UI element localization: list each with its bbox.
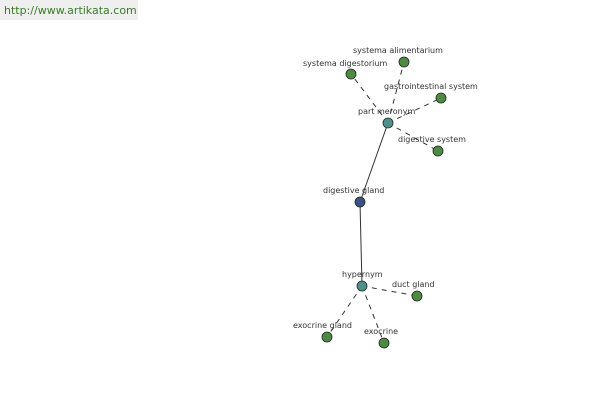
node-exocrine-gland[interactable] [321,331,333,343]
site-link[interactable]: http://www.artikata.com [4,4,137,17]
graph-nodes [321,56,447,349]
node-digestive-system[interactable] [432,145,444,157]
edge-center-hyper [359,201,363,287]
edge-part-sys_ali [387,61,405,124]
node-label-systema-digestorium[interactable]: systema digestorium [303,59,387,68]
node-systema-alimentarium[interactable] [398,56,410,68]
edge-center-part [359,122,389,203]
node-label-digestive-gland[interactable]: digestive gland [323,186,384,195]
node-label-gastrointestinal-system[interactable]: gastrointestinal system [384,82,478,91]
node-label-digestive-system[interactable]: digestive system [398,135,466,144]
node-label-systema-alimentarium[interactable]: systema alimentarium [353,46,443,55]
node-hypernym[interactable] [356,280,368,292]
node-systema-digestorium[interactable] [345,68,357,80]
node-label-hypernym[interactable]: hypernym [342,270,383,279]
edge-hyper-exo_gl [326,285,363,338]
node-label-exocrine-gland[interactable]: exocrine gland [293,321,352,330]
node-label-duct-gland[interactable]: duct gland [392,280,435,289]
node-gastrointestinal-system[interactable] [435,92,447,104]
edge-hyper-exo [361,285,385,344]
site-link-bar: http://www.artikata.com [0,0,138,20]
node-digestive-gland[interactable] [354,196,366,208]
node-duct-gland[interactable] [411,290,423,302]
graph-edges [326,61,442,344]
graph-labels: digestive gland part meronym hypernym syste… [293,46,478,336]
node-label-part-meronym[interactable]: part meronym [358,107,415,116]
edge-part-sys_dig [350,73,389,124]
node-label-exocrine[interactable]: exocrine [364,327,398,336]
node-part-meronym[interactable] [382,117,394,129]
node-exocrine[interactable] [378,337,390,349]
